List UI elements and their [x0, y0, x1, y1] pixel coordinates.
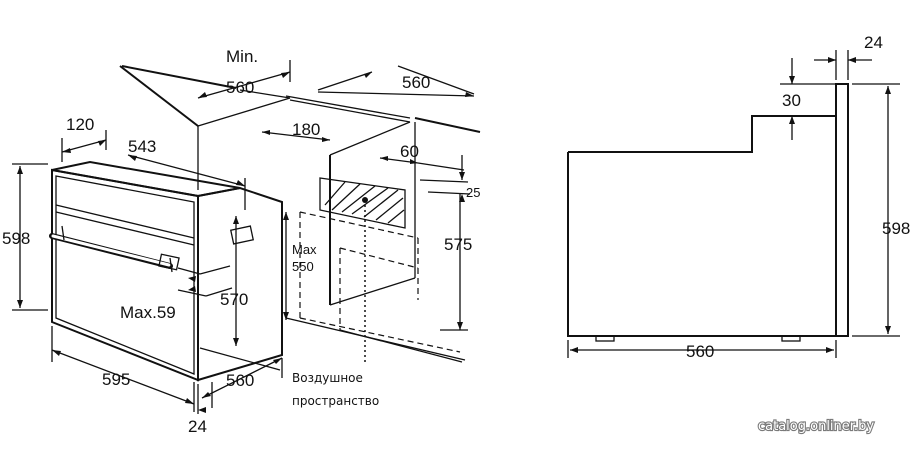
- right-side-view: 24 30 598 560: [567, 33, 910, 361]
- dim-570: 570: [220, 290, 248, 309]
- airspace-label-line1: Воздушное: [292, 371, 363, 385]
- front-panel: [835, 83, 849, 337]
- dim-560-right: 560: [402, 73, 430, 92]
- hatch-pattern: [324, 181, 405, 224]
- dim-560-side: 560: [686, 342, 714, 361]
- label-min: Min.: [226, 47, 258, 66]
- dim-560-bottom: 560: [226, 371, 254, 390]
- dim-560-top: 560: [226, 78, 254, 97]
- oven-body: [51, 160, 283, 382]
- dim-575: 575: [444, 235, 472, 254]
- dim-24-right: 24: [864, 33, 883, 52]
- dim-60: 60: [400, 142, 419, 161]
- dim-550: 550: [292, 259, 314, 274]
- dim-180: 180: [292, 120, 320, 139]
- dim-598-right: 598: [882, 219, 910, 238]
- oven-handle: [49, 225, 180, 273]
- dim-24-left: 24: [188, 417, 207, 436]
- left-isometric-view: Min. 560 560 120 543 180: [2, 47, 480, 436]
- airspace-label-line2: пространство: [292, 394, 379, 408]
- label-max: Max: [292, 242, 317, 257]
- dim-598-left: 598: [2, 229, 30, 248]
- dim-30: 30: [782, 91, 801, 110]
- dim-120: 120: [66, 115, 94, 134]
- dim-max59: Max.59: [120, 303, 176, 322]
- watermark: catalog.onliner.by: [758, 419, 874, 434]
- dim-543: 543: [128, 137, 156, 156]
- dim-595: 595: [102, 370, 130, 389]
- dim-25: 25: [466, 185, 480, 200]
